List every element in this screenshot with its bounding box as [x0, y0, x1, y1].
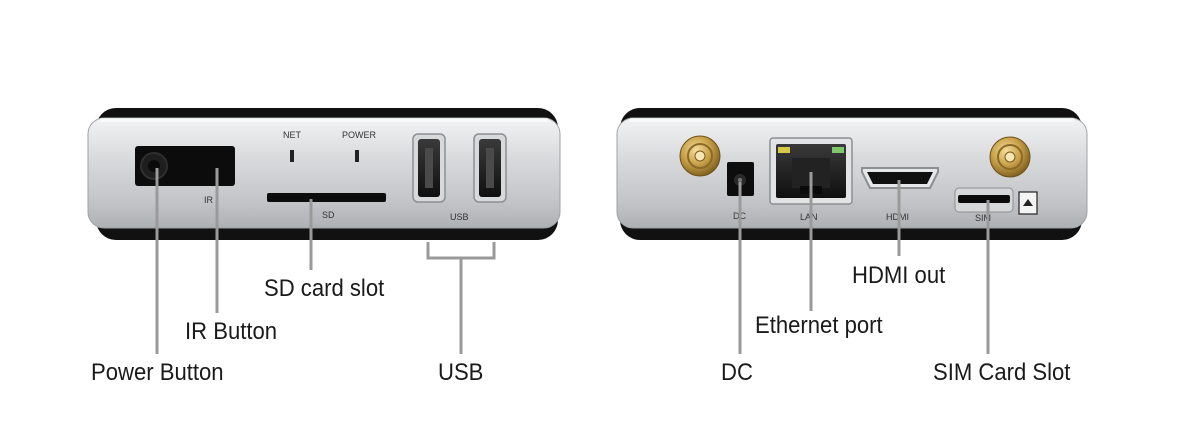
antenna-connector-left — [679, 135, 721, 177]
usb-panel-label: USB — [450, 212, 469, 222]
sim-card-slot-callout: SIM Card Slot — [933, 359, 1071, 386]
lan-led-right — [832, 147, 844, 153]
dc-callout: DC — [721, 359, 753, 386]
lan-panel-label: LAN — [800, 212, 818, 222]
sd-card-slot-callout: SD card slot — [264, 275, 385, 302]
hdmi-out-callout: HDMI out — [852, 262, 946, 289]
sd-panel-label: SD — [322, 210, 335, 220]
leader-lines — [155, 168, 990, 354]
usb-port-2 — [473, 133, 507, 203]
net-led — [290, 150, 294, 162]
usb-port-1 — [412, 133, 446, 203]
usb-bracket — [426, 242, 496, 260]
ethernet-port-callout: Ethernet port — [755, 312, 883, 339]
antenna-connector-right — [989, 136, 1031, 178]
lan-led-left — [778, 147, 790, 153]
hdmi-port — [861, 167, 939, 189]
back-panel: DC LAN HDMI SIM — [616, 108, 1088, 240]
sim-panel-label: SIM — [975, 213, 991, 223]
front-panel: IR NET POWER SD USB — [87, 108, 561, 240]
ir-panel-label: IR — [204, 195, 214, 205]
sim-card-slot — [954, 187, 1038, 215]
power-panel-label: POWER — [342, 130, 377, 140]
power-button — [135, 146, 235, 186]
net-panel-label: NET — [283, 130, 302, 140]
power-led — [355, 150, 359, 162]
power-button-callout: Power Button — [91, 359, 224, 386]
usb-callout: USB — [438, 359, 484, 386]
sd-card-slot — [267, 193, 386, 202]
ethernet-port — [769, 137, 853, 205]
dc-jack — [727, 162, 754, 196]
ir-button-callout: IR Button — [185, 318, 278, 345]
